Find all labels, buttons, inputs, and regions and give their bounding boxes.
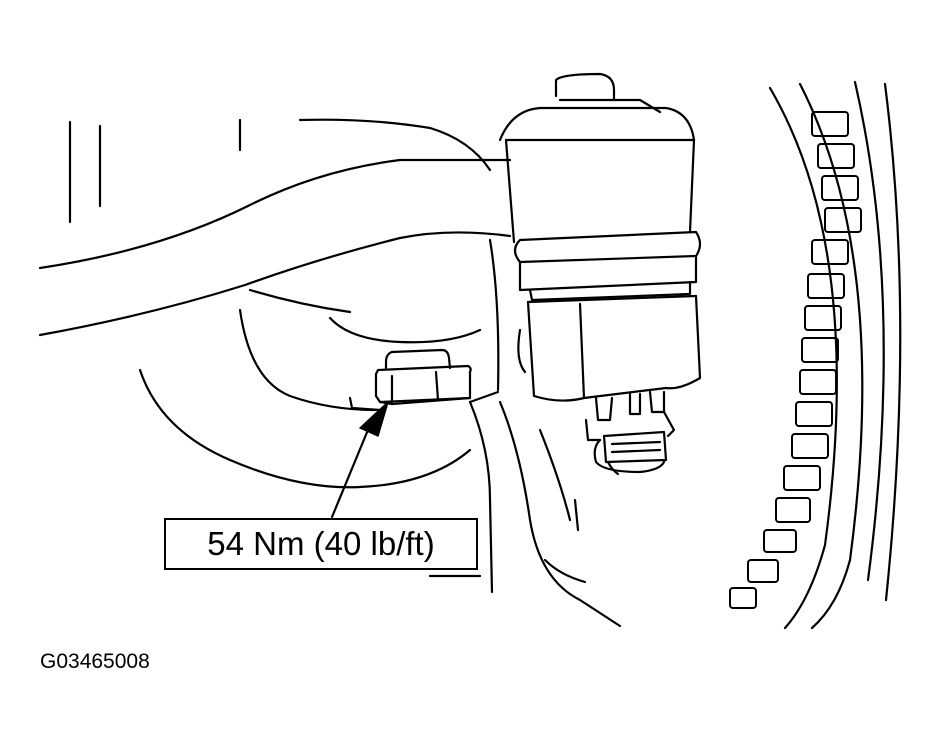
control-arm xyxy=(38,118,512,337)
torque-spec-callout: 54 Nm (40 lb/ft) xyxy=(164,518,478,570)
figure-id: G03465008 xyxy=(40,650,150,673)
pointer-arrow xyxy=(330,401,389,519)
brake-rotor xyxy=(729,80,902,630)
background-lines xyxy=(68,118,242,224)
torque-spec-text: 54 Nm (40 lb/ft) xyxy=(207,525,435,562)
steering-knuckle xyxy=(138,238,622,628)
brake-caliper xyxy=(498,72,702,442)
caliper-bolt xyxy=(374,348,472,406)
rotor-vanes xyxy=(729,111,862,609)
brake-hose-fitting xyxy=(593,430,668,476)
